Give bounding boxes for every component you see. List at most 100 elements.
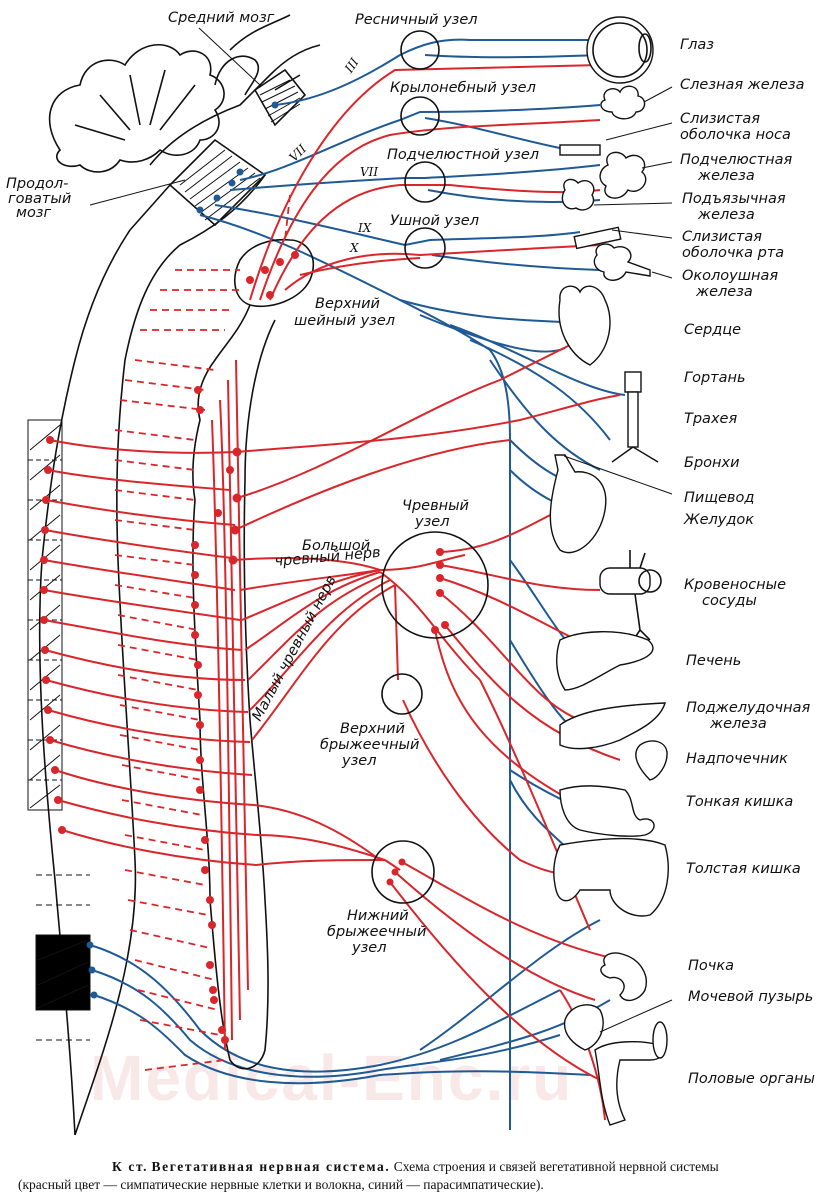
label-superior-mesenteric-1: Верхний (340, 721, 405, 737)
label-ciliary-ganglion: Ресничный узел (355, 12, 478, 28)
label-parotid-gland-1: Околоушная (682, 268, 778, 284)
sublingual-drawing (561, 178, 595, 211)
label-nerve-VII-b: VII (360, 165, 378, 179)
label-larynx: Гортань (684, 370, 746, 386)
blood-vessels-drawing (599, 550, 662, 646)
label-submandibular-ganglion: Подчелюстной узел (387, 147, 539, 163)
label-heart: Сердце (684, 322, 741, 338)
submandibular-drawing (599, 151, 647, 199)
pterygopalatine-ganglion (400, 96, 440, 136)
label-genitals: Половые органы (688, 1071, 815, 1087)
label-medulla-2: говатый (8, 191, 71, 207)
label-submandibular-gland-1: Подчелюстная (680, 152, 793, 168)
label-celiac-1: Чревный (402, 498, 469, 514)
label-oral-mucosa-2: оболочка рта (682, 245, 784, 261)
large-intestine-drawing (553, 837, 669, 917)
trachea-drawing (611, 371, 659, 463)
genital-drawing (594, 1021, 668, 1126)
adrenal-drawing (635, 740, 668, 781)
label-large-intestine: Толстая кишка (686, 861, 801, 877)
parasympathetic-fibers (86, 38, 626, 1130)
stomach-drawing (549, 454, 607, 554)
spinal-lateral-horn (27, 419, 91, 1041)
caption-prefix: К ст. (112, 1159, 149, 1174)
label-sublingual-gland-2: железа (697, 207, 755, 223)
oral-mucosa-drawing (573, 226, 622, 250)
medulla-hatch (179, 149, 261, 221)
labels: Средний мозг Продол- говатый мозг III VI… (6, 10, 815, 1087)
label-superior-mesenteric-2: брыжеечный (320, 737, 419, 753)
label-inferior-mesenteric-2: брыжеечный (327, 924, 426, 940)
label-nerve-IX: IX (357, 221, 372, 235)
caption-line-2: (красный цвет — симпатические нервные кл… (18, 1177, 544, 1192)
submandibular-ganglion (404, 161, 446, 203)
cerebellum (48, 43, 225, 173)
label-superior-cervical-2: шейный узел (294, 313, 395, 329)
label-midbrain: Средний мозг (168, 10, 275, 26)
label-lesser-splanchnic: Малый чревный нерв (249, 573, 339, 724)
inferior-mesenteric-ganglion (371, 840, 435, 904)
midbrain-hatch (259, 79, 301, 123)
label-nerve-VII-a: VII (287, 142, 310, 165)
label-medulla-1: Продол- (6, 176, 68, 192)
label-kidney: Почка (688, 958, 734, 974)
label-adrenal: Надпочечник (686, 751, 788, 767)
label-oral-mucosa-1: Слизистая (682, 229, 762, 245)
label-blood-vessels-1: Кровеносные (684, 577, 786, 593)
label-pancreas-1: Поджелудочная (686, 700, 810, 716)
label-inferior-mesenteric-3: узел (351, 940, 386, 956)
leader-lines (89, 27, 673, 1033)
label-blood-vessels-2: сосуды (702, 593, 757, 609)
label-bladder: Мочевой пузырь (688, 989, 813, 1005)
label-bronchi: Бронхи (684, 455, 740, 471)
label-nasal-mucosa-2: оболочка носа (680, 127, 791, 143)
liver-drawing (556, 631, 654, 691)
label-small-intestine: Тонкая кишка (686, 794, 793, 810)
ganglion-circles (371, 30, 489, 904)
label-lacrimal: Слезная железа (680, 77, 805, 93)
label-otic-ganglion: Ушной узел (390, 213, 479, 229)
autonomic-nervous-system-diagram: Medical-Enc.ru (6, 10, 815, 1136)
heart-drawing (558, 285, 611, 366)
bladder-drawing (563, 1004, 604, 1051)
label-eye: Глаз (680, 37, 714, 53)
label-superior-cervical-1: Верхний (315, 296, 380, 312)
pancreas-drawing (559, 702, 666, 750)
label-nerve-X: X (349, 241, 359, 255)
lacrimal-drawing (600, 85, 646, 120)
organ-drawings (549, 16, 669, 1126)
caption-line-1: К ст. Вегетативная нервная система. Схем… (0, 1158, 824, 1176)
kidney-drawing (600, 952, 647, 1002)
ciliary-ganglion (400, 30, 440, 70)
caption-title: Вегетативная нервная система. (151, 1159, 391, 1174)
watermark: Medical-Enc.ru (90, 1042, 573, 1114)
label-trachea: Трахея (684, 411, 737, 427)
label-pancreas-2: железа (709, 716, 767, 732)
label-sublingual-gland-1: Подъязычная (682, 191, 786, 207)
label-inferior-mesenteric-1: Нижний (347, 908, 409, 924)
label-submandibular-gland-2: железа (697, 168, 755, 184)
chain-ganglion-cells (191, 386, 242, 1044)
nasal-mucosa-drawing (559, 144, 601, 156)
parotid-drawing (593, 243, 651, 281)
thoracic-outflow (40, 429, 257, 1071)
otic-ganglion (404, 227, 446, 269)
label-nasal-mucosa-1: Слизистая (680, 111, 760, 127)
figure-caption: К ст. Вегетативная нервная система. Схем… (0, 1158, 824, 1194)
label-esophagus: Пищевод (684, 490, 754, 506)
label-superior-mesenteric-3: узел (341, 753, 376, 769)
small-intestine-drawing (559, 785, 655, 837)
eye-drawing (586, 16, 654, 84)
label-nerve-III: III (341, 55, 361, 76)
superior-mesenteric-ganglion (381, 673, 423, 715)
sympathetic-fibers (40, 64, 621, 1121)
celiac-ganglion (381, 531, 489, 639)
label-pterygopalatine-ganglion: Крылонебный узел (390, 80, 536, 96)
label-parotid-gland-2: железа (695, 284, 753, 300)
label-celiac-2: узел (414, 514, 449, 530)
label-stomach: Желудок (683, 512, 754, 528)
caption-description: Схема строения и связей вегетативной нер… (393, 1159, 719, 1174)
label-greater-splanchnic-1: Большой (302, 538, 370, 554)
label-medulla-3: мозг (16, 205, 52, 221)
label-liver: Печень (686, 653, 741, 669)
